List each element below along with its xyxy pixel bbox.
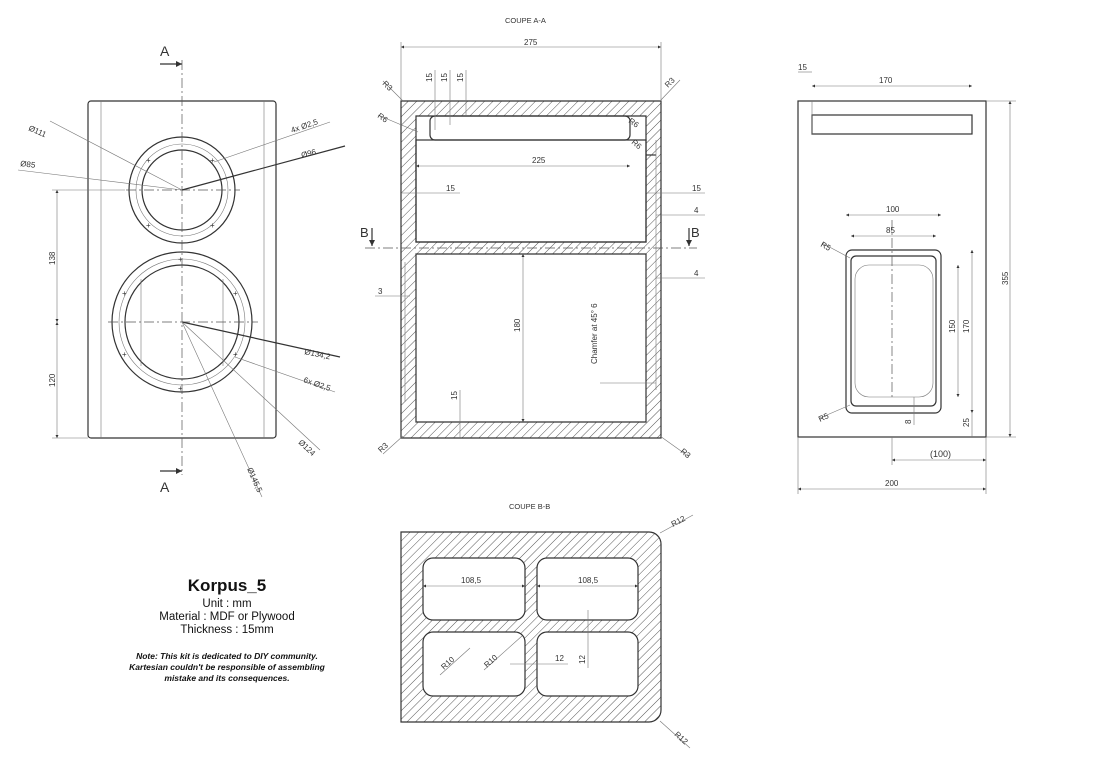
dim-r3-bottom-right: R3 [679,447,693,461]
section-aa: COUPE A-A 275 15 15 15 R3 R3 R6 R6 R6 22… [360,16,705,460]
section-aa-label: COUPE A-A [505,16,546,25]
dim-15-bottom: 15 [450,391,459,400]
dim-108-left: 108,5 [461,576,482,585]
dim-15-c: 15 [456,73,465,82]
dim-r10-a: R10 [439,655,456,672]
svg-text:+: + [210,221,215,230]
dim-r12-bottom: R12 [673,730,690,747]
dim-15-right: 15 [692,184,701,193]
dim-15-b: 15 [440,73,449,82]
dim-4-top: 4 [694,206,699,215]
dim-r5-bottom: R5 [817,411,831,424]
svg-text:+: + [122,289,127,298]
section-aa-hatched-walls [400,100,662,439]
dim-85-port: 85 [886,226,895,235]
section-mark-a-top: A [160,43,170,59]
dim-d124: Ø124 [297,438,318,458]
dim-170-side: 170 [962,319,971,333]
front-view: + + + + + + + + + + A A [17,43,346,498]
title-block: Korpus_5 Unit : mm Material : MDF or Ply… [112,576,342,684]
dim-150: 150 [948,319,957,333]
rear-top-slot [811,114,973,135]
dim-225: 225 [532,156,546,165]
dim-200: 200 [885,479,899,488]
note-line-3: mistake and its consequences. [164,673,290,683]
dim-120: 120 [48,373,57,387]
section-mark-a-bottom: A [160,479,170,495]
dim-12-horizontal: 12 [555,654,564,663]
dim-4-bottom: 4 [694,269,699,278]
dim-d96: Ø96 [300,147,317,160]
dim-108-right: 108,5 [578,576,599,585]
dim-holes-woofer: 6x Ø2,5 [302,375,332,393]
dim-12-vertical: 12 [578,655,587,664]
dim-d134: Ø134,2 [304,347,332,361]
dim-r12-top: R12 [670,514,688,529]
section-bb: COUPE B-B 108,5 108,5 R12 R10 R10 12 12 … [400,502,694,749]
svg-text:+: + [146,156,151,165]
dim-100-reference: (100) [930,449,951,459]
dim-15-rear: 15 [798,63,807,72]
rear-port-inner [854,264,934,398]
dim-3: 3 [378,287,383,296]
dim-100-port: 100 [886,205,900,214]
dim-r3-top-left: R3 [381,79,395,93]
svg-text:+: + [122,350,127,359]
dim-138: 138 [48,251,57,265]
dim-275: 275 [524,38,538,47]
dim-8: 8 [904,419,913,424]
dim-r3-bottom-left: R3 [376,441,390,455]
section-mark-b-left: B [360,225,369,240]
dim-180: 180 [513,318,522,332]
dim-d111: Ø111 [27,124,48,140]
svg-text:+: + [210,156,215,165]
material-text: Material : MDF or Plywood [159,611,295,623]
disclaimer-note: Note: This kit is dedicated to DIY commu… [112,651,342,684]
svg-text:+: + [178,255,183,264]
dim-holes-tweeter: 4x Ø2,5 [290,117,320,135]
svg-text:+: + [146,221,151,230]
dim-r6-left: R6 [376,111,390,125]
svg-text:+: + [233,350,238,359]
dim-15-a: 15 [425,73,434,82]
chamfer-note: Chamfer at 45° 6 [590,303,599,364]
rear-view: 15 170 355 100 85 R5 150 170 25 R5 8 (10… [797,63,1016,494]
svg-text:+: + [233,289,238,298]
dim-170-top: 170 [879,76,893,85]
dim-r3-top-right: R3 [663,75,677,89]
note-line-1: Note: This kit is dedicated to DIY commu… [136,651,318,661]
dim-r10-b: R10 [482,653,499,670]
unit-text: Unit : mm [202,598,252,610]
drawing-title: Korpus_5 [187,576,267,595]
dim-r5-top: R5 [819,240,833,253]
thickness-text: Thickness : 15mm [180,624,274,636]
section-bb-hatched-frame [400,531,662,723]
section-mark-b-right: B [691,225,700,240]
svg-text:+: + [178,384,183,393]
dim-15-left: 15 [446,184,455,193]
dim-d145: Ø145,5 [245,466,264,494]
section-bb-label: COUPE B-B [509,502,550,511]
dim-355: 355 [1001,271,1010,285]
rear-port-outer [845,249,942,414]
dim-d85: Ø85 [20,159,37,170]
note-line-2: Kartesian couldn't be responsible of ass… [129,662,325,672]
dim-25: 25 [962,418,971,427]
